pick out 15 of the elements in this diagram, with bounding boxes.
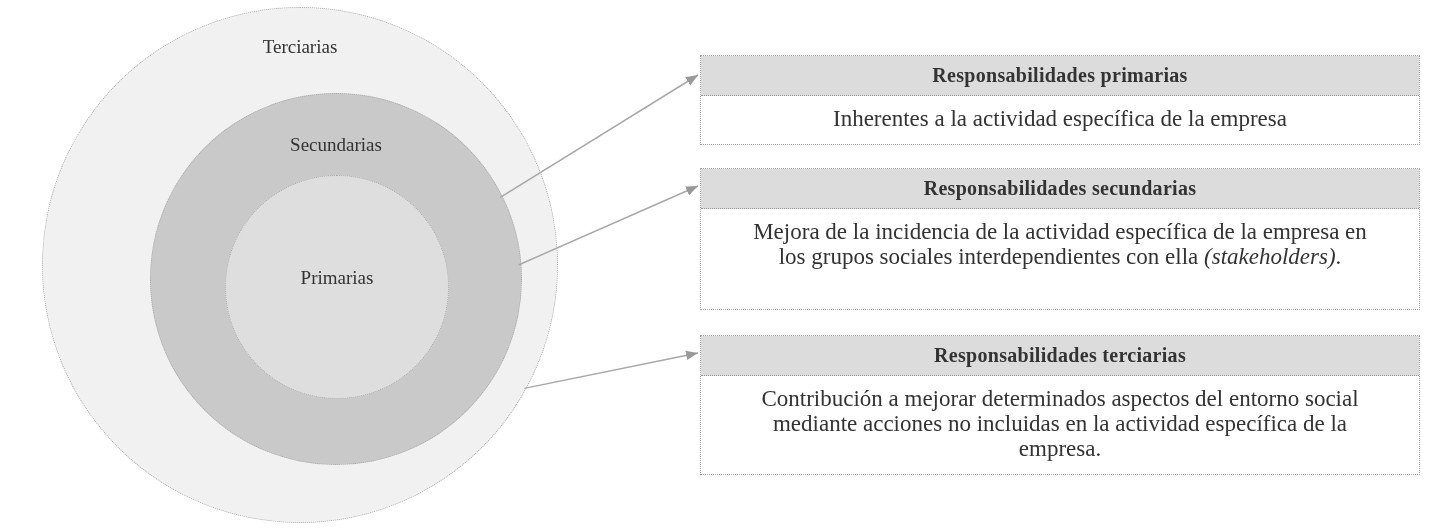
ring-label: Primarias	[300, 267, 374, 289]
responsibility-card	[700, 55, 1420, 145]
arrow	[499, 74, 699, 198]
card-description: Contribución a mejorar determinados aspectos del entorno social mediante acciones no incluidas en la actividad específica de la empresa.	[760, 385, 1360, 463]
arrow	[517, 185, 699, 266]
card-description: Inherentes a la actividad específica de la empresa	[832, 105, 1288, 133]
card-description: Mejora de la incidencia de la actividad específica de la empresa en los grupos sociales interdependientes con ella (stakeholders).	[752, 218, 1368, 271]
card-heading: Responsabilidades secundarias	[701, 169, 1419, 209]
card-heading: Responsabilidades primarias	[701, 56, 1419, 96]
card-heading: Responsabilidades terciarias	[701, 336, 1419, 376]
arrow	[523, 350, 699, 390]
ring-label: Terciarias	[262, 36, 338, 58]
ring-label: Secundarias	[290, 134, 382, 156]
responsibility-card	[700, 335, 1420, 475]
responsibility-card	[700, 168, 1420, 310]
